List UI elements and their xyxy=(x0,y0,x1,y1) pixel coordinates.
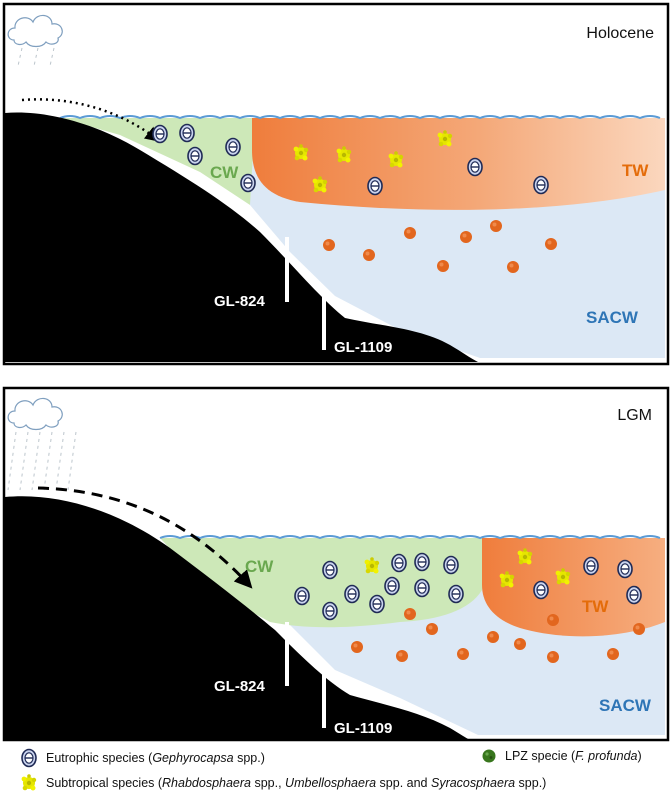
cw-water xyxy=(60,118,255,205)
panel-holocene: Holocene CW TW SACW GL-824 GL-1109 xyxy=(2,2,670,366)
eutrophic-icon xyxy=(187,146,203,166)
eutrophic-icon xyxy=(391,553,407,573)
subtropical-icon xyxy=(21,774,37,791)
eutrophic-icon xyxy=(367,176,383,196)
lpz-icon xyxy=(482,749,496,763)
cw-label: CW xyxy=(245,557,274,576)
eutrophic-icon xyxy=(322,601,338,621)
legend-subtropical: Subtropical species (Rhabdosphaera spp.,… xyxy=(20,774,546,792)
eutrophic-icon xyxy=(240,173,256,193)
sacw-dot xyxy=(490,220,502,232)
sacw-label: SACW xyxy=(586,308,639,327)
sacw-dot xyxy=(457,648,469,660)
eutrophic-icon xyxy=(414,552,430,572)
sacw-dot xyxy=(514,638,526,650)
sacw-dot xyxy=(351,641,363,653)
eutrophic-icon xyxy=(448,584,464,604)
legend: Eutrophic species (Gephyrocapsa spp.) LP… xyxy=(0,744,671,802)
tw-label: TW xyxy=(582,597,609,616)
core-label: GL-1109 xyxy=(334,339,392,356)
sacw-dot xyxy=(487,631,499,643)
tw-water xyxy=(252,118,665,210)
sacw-dot xyxy=(363,249,375,261)
sacw-dot xyxy=(460,231,472,243)
panel-title: Holocene xyxy=(586,25,654,42)
legend-eutrophic-text: Eutrophic species (Gephyrocapsa spp.) xyxy=(46,751,265,765)
panel-title: LGM xyxy=(617,407,652,424)
sacw-dot xyxy=(607,648,619,660)
tw-label: TW xyxy=(622,161,649,180)
core-label: GL-824 xyxy=(214,678,266,695)
sacw-label: SACW xyxy=(599,696,652,715)
eutrophic-icon xyxy=(384,576,400,596)
legend-eutrophic: Eutrophic species (Gephyrocapsa spp.) xyxy=(20,748,265,768)
sea-surface xyxy=(59,115,661,120)
eutrophic-icon xyxy=(617,559,633,579)
legend-lpz: LPZ specie (F. profunda) xyxy=(481,748,642,764)
runoff-arrow xyxy=(21,98,161,142)
core-label: GL-1109 xyxy=(334,720,392,737)
sacw-dot xyxy=(323,239,335,251)
cw-label: CW xyxy=(210,163,239,182)
eutrophic-icon xyxy=(21,748,37,768)
land-shelf xyxy=(5,112,478,362)
eutrophic-icon xyxy=(344,584,360,604)
sacw-dot xyxy=(426,623,438,635)
eutrophic-icon xyxy=(533,580,549,600)
rain-icon xyxy=(17,47,55,67)
eutrophic-icon xyxy=(443,555,459,575)
sacw-dot xyxy=(545,238,557,250)
eutrophic-icon xyxy=(225,137,241,157)
eutrophic-icon xyxy=(583,556,599,576)
eutrophic-icon xyxy=(414,578,430,598)
eutrophic-icon xyxy=(152,124,168,144)
runoff-arrow xyxy=(37,486,253,589)
sacw-dot xyxy=(404,608,416,620)
eutrophic-icon xyxy=(626,585,642,605)
eutrophic-icon xyxy=(369,594,385,614)
sacw-dot xyxy=(507,261,519,273)
land-shelf xyxy=(5,496,470,740)
eutrophic-icon xyxy=(294,586,310,606)
eutrophic-icon xyxy=(467,157,483,177)
eutrophic-icon xyxy=(533,175,549,195)
sacw-dot xyxy=(633,623,645,635)
panel-lgm: LGM CW TW SACW GL-824 GL-1109 xyxy=(2,386,670,742)
sacw-dot xyxy=(404,227,416,239)
core-label: GL-824 xyxy=(214,293,266,310)
sacw-dot xyxy=(547,651,559,663)
eutrophic-icon xyxy=(179,123,195,143)
legend-subtropical-text: Subtropical species (Rhabdosphaera spp.,… xyxy=(46,776,547,790)
rain-icon xyxy=(7,431,77,491)
eutrophic-icon xyxy=(322,560,338,580)
sea-surface xyxy=(159,535,661,540)
sacw-dot xyxy=(437,260,449,272)
legend-lpz-text: LPZ specie (F. profunda) xyxy=(505,749,642,763)
sacw-dot xyxy=(396,650,408,662)
sacw-dot xyxy=(547,614,559,626)
